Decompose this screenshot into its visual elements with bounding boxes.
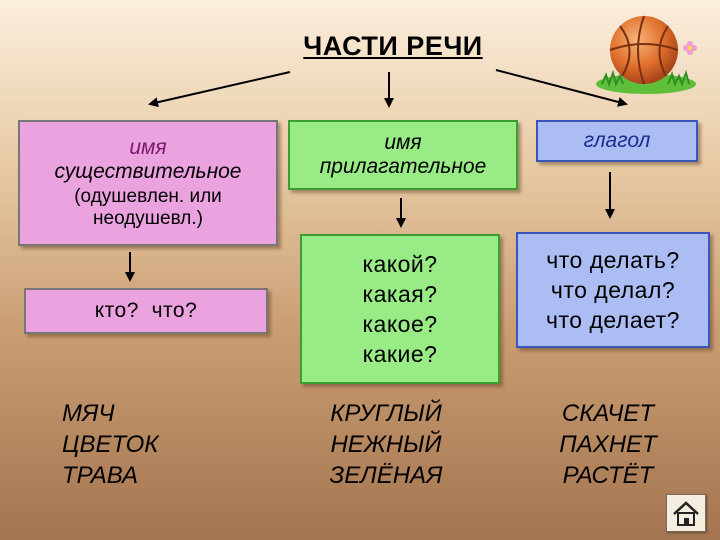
home-icon	[673, 501, 699, 526]
adjective-examples: КРУГЛЫЙ НЕЖНЫЙ ЗЕЛЁНАЯ	[306, 398, 466, 491]
arrow-to-verb	[495, 69, 628, 107]
verb-example-1: СКАЧЕТ	[561, 400, 655, 427]
adjective-name-line1: имя	[384, 131, 422, 154]
noun-note-line2: неодушевл.)	[93, 208, 203, 229]
adjective-example-2: НЕЖНЫЙ	[330, 431, 442, 458]
noun-name-line1: имя	[129, 136, 167, 159]
adjective-question-1: какой?	[362, 251, 438, 277]
verb-example-3: РАСТЁТ	[562, 462, 654, 489]
noun-questions-box: кто? что?	[24, 288, 268, 334]
basketball-icon	[596, 15, 697, 94]
page-title: ЧАСТИ РЕЧИ	[303, 31, 483, 61]
adjective-name-line2: прилагательное	[319, 155, 487, 178]
noun-example-3: ТРАВА	[62, 462, 139, 489]
adjective-question-3: какое?	[362, 311, 438, 337]
verb-example-2: ПАХНЕТ	[559, 431, 657, 458]
noun-examples: МЯЧ ЦВЕТОК ТРАВА	[62, 398, 158, 491]
noun-note-line1: (одушевлен. или	[74, 186, 222, 207]
arrow-to-noun	[148, 71, 291, 108]
verb-question-3: что делает?	[546, 307, 680, 333]
home-button[interactable]	[666, 494, 706, 532]
adjective-questions-box: какой? какая? какое? какие?	[300, 234, 500, 384]
verb-question-1: что делать?	[546, 247, 680, 273]
verb-name: глагол	[583, 129, 651, 152]
verb-questions-box: что делать? что делал? что делает?	[516, 232, 710, 348]
noun-example-2: ЦВЕТОК	[62, 431, 159, 458]
noun-questions: кто? что?	[94, 299, 198, 322]
noun-name-line2: существительное	[54, 160, 242, 183]
basketball-illustration	[588, 8, 708, 96]
verb-question-2: что делал?	[550, 277, 676, 303]
adjective-question-4: какие?	[362, 341, 438, 367]
adjective-question-2: какая?	[362, 281, 438, 307]
adjective-box: имя прилагательное	[288, 120, 518, 190]
verb-examples: СКАЧЕТ ПАХНЕТ РАСТЁТ	[546, 398, 670, 491]
adjective-example-3: ЗЕЛЁНАЯ	[329, 462, 443, 489]
adjective-example-1: КРУГЛЫЙ	[330, 400, 442, 427]
verb-box: глагол	[536, 120, 698, 162]
noun-example-1: МЯЧ	[62, 400, 115, 427]
noun-box: имя существительное (одушевлен. или неод…	[18, 120, 278, 246]
